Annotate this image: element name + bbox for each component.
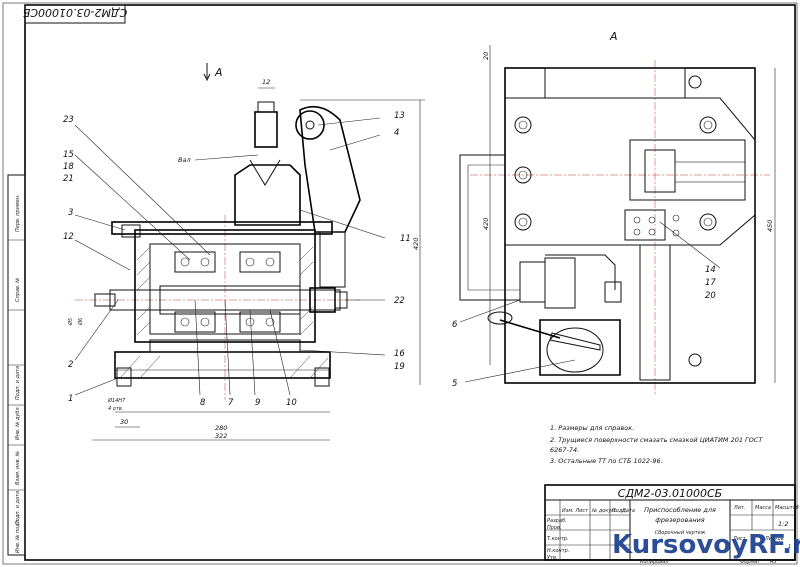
stamp-5: Взам. инв. №	[15, 451, 21, 485]
callout-13: 13	[394, 111, 405, 121]
sheet-label: Лист	[732, 536, 747, 542]
stamp-2: Справ. №	[15, 278, 21, 302]
dim-top: 12	[262, 78, 270, 86]
callout-14: 14	[705, 265, 716, 275]
dim-height-far: 450	[766, 220, 774, 232]
rotated-doc-code: СДМ2-03.01000СБ	[23, 4, 127, 24]
callout-23: 23	[63, 115, 74, 125]
callout-3: 3	[68, 208, 73, 218]
note-1: 1. Размеры для справок.	[550, 424, 634, 432]
designation: СДМ2-03.01000СБ	[618, 487, 722, 500]
vise-jaw	[234, 164, 301, 226]
copy-label: Копировал	[640, 559, 669, 565]
format-label: Формат	[740, 559, 761, 565]
note-3: 6267-74.	[550, 446, 579, 454]
drawing-frame	[24, 4, 796, 561]
dim-30: 30	[120, 418, 128, 426]
name-line-2: фрезерования	[655, 516, 705, 524]
dim-small-2: 4 отв.	[108, 406, 123, 412]
note-4: 3. Остальные ТТ по СТБ 1022-96.	[550, 457, 663, 465]
dim-20: 20	[482, 52, 490, 60]
callout-6: 6	[452, 320, 458, 330]
callout-7: 7	[228, 398, 234, 408]
tb-row-4: Н.контр.	[547, 548, 569, 554]
right-view-a: А	[452, 30, 776, 395]
sheets-label: Листов	[764, 536, 784, 542]
stamp-6: Подп. и дата	[15, 491, 21, 525]
top-plate	[111, 221, 333, 235]
callout-22: 22	[394, 296, 405, 306]
dim-small-4: Ø6	[77, 318, 84, 326]
label-vise: Вал	[178, 156, 191, 164]
callout-9: 9	[255, 398, 260, 408]
callout-4: 4	[394, 128, 399, 138]
tb-head-2: № докум.	[591, 508, 617, 514]
tb-row-5: Утв.	[547, 555, 558, 561]
title-block: СДМ2-03.01000СБ Приспособление для фрезе…	[544, 484, 799, 565]
note-2: 2. Трущиеся поверхности смазать смазкой …	[550, 436, 763, 444]
callout-5: 5	[452, 379, 457, 389]
dim-small-1: Ø14H7	[107, 397, 126, 404]
name-line-3: Сборочный чертеж	[655, 530, 706, 536]
plate	[504, 67, 756, 384]
dim-width-mid: 420	[482, 218, 490, 230]
tb-row-1: Разраб.	[547, 518, 567, 524]
side-stamp: Перв. примен. Справ. № Подп. и дата Инв.…	[7, 174, 26, 556]
col-scale: Масштаб	[775, 505, 799, 511]
dim-322: 322	[215, 432, 227, 440]
col-mass: Масса	[755, 505, 771, 511]
format-value: А3	[769, 559, 777, 565]
shaft	[109, 289, 341, 311]
callout-21: 21	[63, 174, 74, 184]
stamp-7: Инв. № подл.	[15, 519, 21, 554]
callout-10: 10	[286, 398, 297, 408]
callout-17: 17	[705, 278, 716, 288]
stamp-1: Перв. примен.	[15, 194, 21, 232]
tb-head-4: Дата	[621, 508, 635, 514]
cylinder	[539, 319, 621, 376]
tb-head-1: Изм. Лист	[562, 508, 589, 514]
view-label-right: А	[609, 30, 618, 43]
clamp-post	[254, 111, 278, 148]
tb-head-3: Подп.	[612, 508, 627, 514]
watermark: KursovoyRF.ru	[612, 530, 800, 560]
left-view-assembly: А 12 420 30 280 322 Ø14H7 4 отв. Ø5 Ø6 В…	[63, 63, 425, 441]
dim-280: 280	[215, 424, 227, 432]
stamp-3: Подп. и дата	[15, 366, 21, 400]
callout-20: 20	[705, 291, 716, 301]
doc-code-rotated-text: СДМ2-03.01000СБ	[23, 6, 127, 19]
callout-11: 11	[400, 234, 411, 244]
stamp-4: Инв. № дубл.	[15, 406, 21, 440]
tb-row-2: Пров.	[547, 525, 562, 531]
dim-height-left: 420	[412, 238, 420, 250]
callout-2: 2	[68, 360, 73, 370]
base-plate	[114, 351, 331, 379]
callout-8: 8	[200, 398, 206, 408]
col-lit: Лит.	[733, 505, 746, 511]
watermark-text: KursovoyRF.ru	[612, 530, 800, 560]
body	[134, 229, 316, 343]
callout-18: 18	[63, 162, 74, 172]
callout-1: 1	[68, 394, 73, 404]
scale-value: 1:2	[778, 520, 788, 528]
callout-16: 16	[394, 349, 405, 359]
name-line-1: Приспособление для	[644, 506, 716, 514]
callout-19: 19	[394, 362, 405, 372]
dim-small-3: Ø5	[67, 318, 74, 326]
callout-12: 12	[63, 232, 74, 242]
view-label-left: А	[214, 66, 223, 79]
tb-row-3: Т.контр.	[547, 536, 569, 542]
sheets-value: 1	[788, 544, 791, 550]
technical-notes: 1. Размеры для справок. 2. Трущиеся пове…	[550, 424, 763, 465]
callout-15: 15	[63, 150, 74, 160]
